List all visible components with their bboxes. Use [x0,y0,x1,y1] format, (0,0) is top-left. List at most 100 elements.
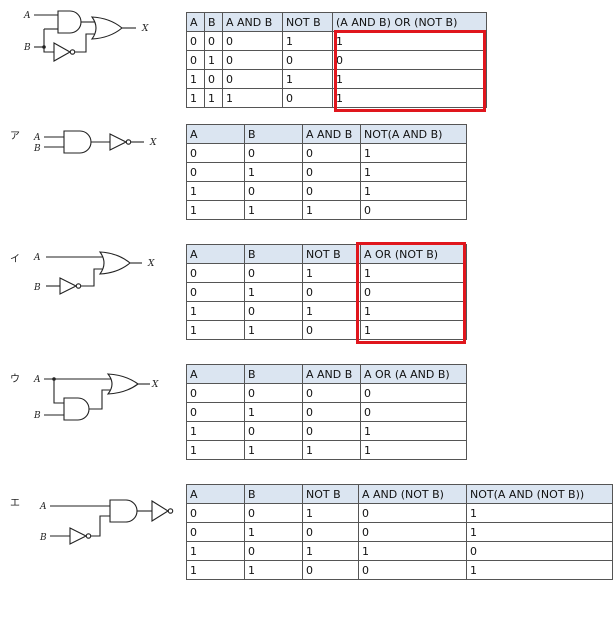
table-cell: 1 [360,440,467,460]
column-header: A [186,124,245,144]
table-cell: 1 [466,522,613,542]
table-cell: 1 [186,181,245,201]
table-cell: 0 [282,88,333,108]
column-header: A AND B [302,364,361,384]
column-header: B [204,12,223,32]
table-cell: 0 [244,421,303,441]
table-cell: 1 [244,522,303,542]
table-cell: 1 [244,162,303,182]
table-cell: 1 [282,69,333,89]
circuit-option-a-label: ア [10,131,20,142]
table-cell: 0 [360,200,467,220]
table-cell: 1 [332,88,487,108]
table-cell: 0 [302,522,359,542]
table-cell: 0 [244,301,303,321]
table-cell: 1 [302,503,359,523]
circuit-option-u-label-a: A [33,375,41,385]
table-cell: 0 [244,383,303,403]
table-cell: 0 [222,31,283,51]
column-header: B [244,124,303,144]
table-cell: 1 [360,263,467,283]
circuit-option-u-label-b: B [33,411,41,421]
circuit-option-a: ア A B X [8,122,178,162]
table-cell: 0 [332,50,487,70]
table-cell: 1 [244,560,303,580]
truth-table-main: A B A AND B NOT B (A AND B) OR (NOT B) 0… [186,12,487,108]
circuit-option-a-label-a: A [33,133,41,143]
table-cell: 1 [302,301,361,321]
table-cell: 0 [244,181,303,201]
table-cell: 1 [186,88,205,108]
table-cell: 0 [186,31,205,51]
circuit-option-e-diagram: エ A B [10,498,174,545]
column-header: A [186,244,245,264]
table-cell: 1 [302,200,361,220]
table-cell: 0 [186,143,245,163]
table-cell: 1 [244,200,303,220]
column-header: A [186,364,245,384]
column-header: NOT(A AND (NOT B)) [466,484,613,504]
table-cell: 1 [244,402,303,422]
table-cell: 1 [222,88,283,108]
table-cell: 1 [244,320,303,340]
table-cell: 0 [302,143,361,163]
table-cell: 1 [186,301,245,321]
table-cell: 1 [302,440,361,460]
circuit-option-i-label-a: A [33,253,41,263]
table-cell: 0 [186,162,245,182]
table-header-row: A B A AND B A OR (A AND B) [186,364,467,384]
circuit-option-i-label: イ [10,254,20,265]
column-header: A AND B [222,12,283,32]
table-cell: 1 [186,560,245,580]
table-cell: 0 [222,69,283,89]
table-cell: 0 [186,522,245,542]
table-cell: 1 [186,320,245,340]
table-cell: 1 [302,263,361,283]
column-header: B [244,484,303,504]
circuit-option-e-label: エ [10,498,20,509]
table-cell: 0 [302,320,361,340]
column-header: NOT B [282,12,333,32]
table-cell: 1 [204,50,223,70]
table-cell: 1 [332,69,487,89]
table-cell: 0 [302,421,361,441]
table-cell: 0 [302,162,361,182]
table-cell: 0 [186,503,245,523]
truth-table-option-e: A B NOT B A AND (NOT B) NOT(A AND (NOT B… [186,484,613,580]
table-cell: 0 [204,31,223,51]
circuit-option-u-label: ウ [10,373,20,385]
table-cell: 1 [244,282,303,302]
column-header: A [186,12,205,32]
circuit-option-e-label-b: B [39,533,47,543]
table-cell: 1 [466,503,613,523]
table-header-row: A B A AND B NOT B (A AND B) OR (NOT B) [186,12,487,32]
circuit-option-a-diagram: ア A B X [10,130,157,154]
circuit-option-a-label-x: X [149,138,157,148]
circuit-option-e-label-a: A [39,502,47,512]
circuit-option-a-label-b: B [33,144,41,154]
circuit-option-u-diagram: ウ A B X [10,373,159,421]
column-header: A AND (NOT B) [358,484,467,504]
circuit-option-i-label-b: B [33,283,41,293]
table-header-row: A B A AND B NOT(A AND B) [186,124,467,144]
circuit-option-u: ウ A B X [8,370,178,430]
table-cell: 1 [302,541,359,561]
column-header: A [186,484,245,504]
column-header: NOT B [302,244,361,264]
column-header: A OR (A AND B) [360,364,467,384]
table-cell: 1 [186,440,245,460]
circuit-main-label-x: X [141,24,149,34]
column-header: B [244,244,303,264]
column-header: B [244,364,303,384]
